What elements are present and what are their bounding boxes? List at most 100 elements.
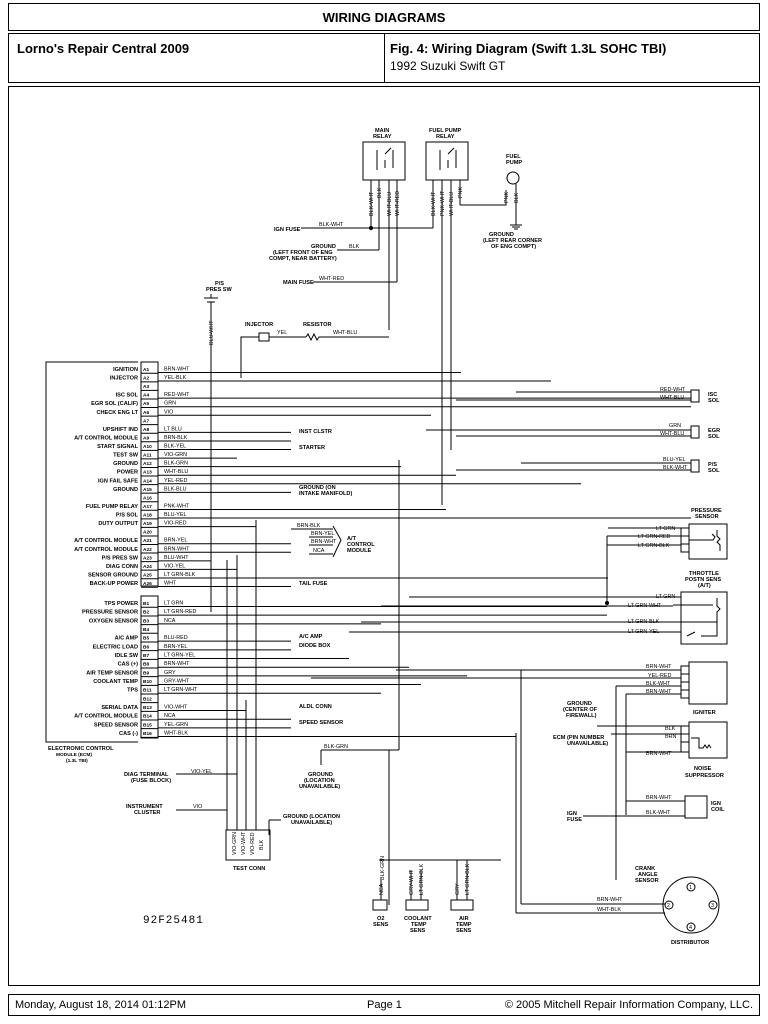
main-relay: MAIN RELAY BLK-WHT BLK WHT-BLU WHT-RED — [362, 128, 406, 330]
ecm-wire-label: GRY-WHT — [164, 679, 190, 685]
ground-rear-label2: (LEFT REAR CORNER — [483, 238, 542, 244]
ecm-title2: MODULE (ECM) — [56, 752, 92, 758]
wire-label: NCA — [379, 883, 385, 895]
ecm-pin-label: SPEED SENSOR — [94, 722, 138, 728]
vehicle-name: 1992 Suzuki Swift GT — [390, 59, 506, 73]
wire-label: GRN — [669, 423, 681, 429]
wire-label: BRN-WHT — [646, 689, 672, 695]
ground-firewall-label2: (CENTER OF — [563, 707, 598, 713]
wire-label: BRN-WHT — [646, 751, 672, 757]
ecm-pin-number: A3 — [143, 384, 149, 390]
air-sens-label3: SENS — [456, 928, 472, 934]
fuel-pump-label: FUEL — [506, 154, 521, 160]
wire-label: BLK-WHT — [646, 681, 671, 687]
pressure-sensor-label2: SENSOR — [695, 514, 719, 520]
ground-intake-label2: INTAKE MANIFOLD) — [299, 491, 352, 497]
wire-label: BLU-YEL — [663, 457, 685, 463]
ecm-pin-number: B15 — [143, 722, 152, 728]
tps-label2: POSTN SENS — [685, 577, 721, 583]
wire-label: LT GRN — [656, 526, 675, 532]
wire-label: WHT-BLU — [387, 192, 393, 216]
wire-label: BLK — [377, 187, 383, 198]
ecm-wire-label: YEL-RED — [164, 478, 187, 484]
ecm-pin-number: A4 — [143, 393, 149, 399]
wire-label: BRN-BLK — [297, 523, 321, 529]
ign-coil: IGN COIL BRN-WHT BLK-WHT IGN FUSE — [567, 795, 725, 823]
ecm-pin-label: SERIAL DATA — [101, 705, 138, 711]
ecm-pin-number: A15 — [143, 487, 152, 493]
wire-label: VIO-RED — [250, 832, 256, 855]
ecm-pin-label: AIR TEMP SENSOR — [86, 670, 138, 676]
ecm-pin-label: A/T CONTROL MODULE — [74, 538, 138, 544]
ign-fuse-label: IGN — [567, 811, 577, 817]
diag-terminal-label: DIAG TERMINAL — [124, 772, 169, 778]
wire-label: WHT-BLU — [660, 395, 684, 401]
ecm-pin-number: B4 — [143, 627, 149, 633]
ecm-wire-label: VIO — [164, 409, 173, 415]
ecm-pin-unavailable-label: ECM (PIN NUMBER — [553, 735, 604, 741]
wire-label: PNK — [458, 187, 464, 198]
wire-label: BLK — [259, 839, 265, 850]
ecm-pin-number: A13 — [143, 470, 152, 476]
ground-unavail2-label: GROUND (LOCATION — [283, 814, 340, 820]
ecm-wire-label: LT GRN-YEL — [164, 653, 195, 659]
wire-label: BRN-WHT — [646, 664, 672, 670]
ground-front-label2: (LEFT FRONT OF ENG — [273, 250, 333, 256]
isc-sol-label: ISC — [708, 392, 717, 398]
at-module-label3: MODULE — [347, 548, 372, 554]
ign-fuse-label2: FUSE — [567, 817, 582, 823]
ecm-pin-unavailable-label2: UNAVAILABLE) — [567, 741, 608, 747]
wire-label: WHT-BLU — [333, 330, 357, 336]
ps-sol-label2: SOL — [708, 468, 720, 474]
ecm-wire-label: BLU-YEL — [164, 512, 186, 518]
egr-sol: GRN WHT-BLU EGR SOL — [660, 423, 720, 440]
ecm-pin-label: IGNITION — [113, 367, 138, 373]
ign-coil-label: IGN — [711, 801, 721, 807]
wire-label: GRY — [455, 883, 461, 895]
ecm-pin-number: B1 — [143, 601, 149, 607]
wire-label: VIO — [193, 804, 202, 810]
wire-label: VIO-GRN — [232, 832, 238, 855]
ecm-wire-label: BLK-BLU — [164, 486, 187, 492]
ecm-pin-number: B10 — [143, 679, 152, 685]
crank-angle-label2: ANGLE — [638, 872, 658, 878]
wire-label: WHT-BLU — [660, 431, 684, 437]
ecm-pin-label: PRESSURE SENSOR — [82, 610, 138, 616]
ecm-wire-label: BLU-RED — [164, 635, 188, 641]
ecm-wire-label: LT GRN-WHT — [164, 687, 198, 693]
speed-sensor-label: SPEED SENSOR — [299, 720, 343, 726]
noise-suppressor-label: NOISE — [694, 766, 712, 772]
ecm-pin-label: TPS — [127, 688, 138, 694]
ecm-pin-number: B12 — [143, 696, 152, 702]
wire-label: BRN-WHT — [597, 897, 623, 903]
sensors-bottom: NCA GRY-WHT LT GRN-BLK GRY LT GRN-BLK O2… — [372, 860, 474, 934]
egr-sol-label: EGR — [708, 428, 720, 434]
dist-pin: 4 — [689, 925, 692, 931]
ground-unavail-label3: UNAVAILABLE) — [299, 784, 340, 790]
wire-label: BLK-WHT — [431, 191, 437, 216]
ecm-wire-label: BLK-GRN — [164, 461, 188, 467]
dist-pin: 3 — [711, 903, 714, 909]
igniter-label: IGNITER — [693, 710, 716, 716]
ecm-pin-label: ELECTRIC LOAD — [93, 644, 138, 650]
egr-sol-label2: SOL — [708, 434, 720, 440]
ecm-wire-label: RED-WHT — [164, 392, 190, 398]
ground-firewall-label3: FIREWALL) — [566, 713, 597, 719]
dist-pin: 1 — [689, 885, 692, 891]
ecm-module: ELECTRONIC CONTROL MODULE (ECM) (1.3L TB… — [45, 361, 691, 764]
ecm-wire-label: YEL-GRN — [164, 722, 188, 728]
ecm-pin-number: B9 — [143, 670, 149, 676]
ecm-wire-label: VIO-WHT — [164, 705, 188, 711]
ecm-pin-number: A23 — [143, 555, 152, 561]
ecm-pin-label: CHECK ENG LT — [96, 410, 138, 416]
wire-label: RED-WHT — [660, 387, 686, 393]
ecm-pin-number: A8 — [143, 427, 149, 433]
wire-label: LT GRN-BLK — [638, 543, 670, 549]
doc-info-row: Lorno's Repair Central 2009 Fig. 4: Wiri… — [8, 33, 760, 83]
ecm-pin-label: GROUND — [113, 461, 138, 467]
page-footer: Monday, August 18, 2014 01:12PM Page 1 ©… — [8, 994, 760, 1016]
ecm-wire-label: YEL-BLK — [164, 375, 187, 381]
ecm-pin-label: A/T CONTROL MODULE — [74, 547, 138, 553]
resistor-label: RESISTOR — [303, 322, 332, 328]
starter-label: STARTER — [299, 445, 325, 451]
